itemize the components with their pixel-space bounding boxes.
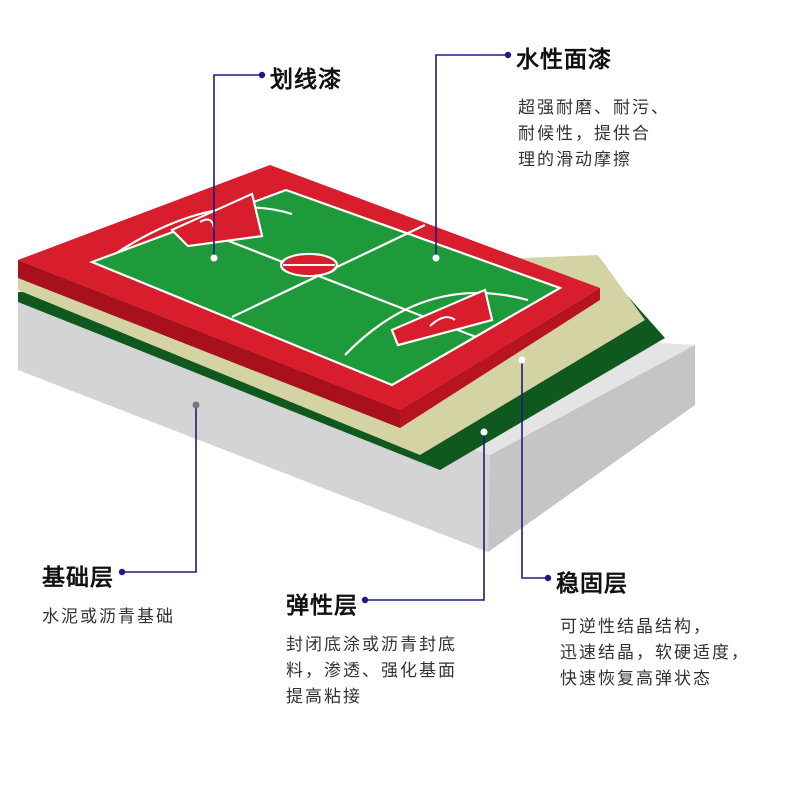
elastic-layer-title: 弹性层 <box>286 593 358 619</box>
marker-dot-elastic <box>361 596 369 604</box>
point-dot-elastic <box>480 428 488 436</box>
marker-dot-top-paint <box>504 51 512 59</box>
stable-layer-desc: 可逆性结晶结构， 迅速结晶，软硬适度， 快速恢复高弹状态 <box>560 617 750 689</box>
key-left <box>170 192 264 248</box>
line-paint-title: 划线漆 <box>270 67 342 93</box>
point-dot-line-paint <box>210 254 218 262</box>
base-layer-title: 基础层 <box>42 565 114 591</box>
leader-lines <box>122 54 548 601</box>
elastic-layer-desc: 封闭底涂或沥青封底 料，渗透、强化基面 提高粘接 <box>286 635 457 707</box>
marker-dot-line-paint <box>258 71 266 79</box>
point-dot-base <box>192 401 200 409</box>
marker-dot-stable <box>544 574 552 582</box>
stable-layer-title: 稳固层 <box>556 571 628 597</box>
point-dot-top-paint <box>432 254 440 262</box>
red-surround-edge <box>18 260 400 428</box>
top-paint-title: 水性面漆 <box>516 47 612 73</box>
point-dot-stable <box>518 356 526 364</box>
top-paint-desc: 超强耐磨、耐污、 耐候性，提供合 理的滑动摩擦 <box>518 98 670 170</box>
marker-dot-base <box>118 568 126 576</box>
base-layer-right <box>488 345 695 552</box>
red-surround-edge-right <box>400 288 600 428</box>
base-layer-front <box>18 300 490 552</box>
base-layer-desc: 水泥或沥青基础 <box>42 607 175 627</box>
